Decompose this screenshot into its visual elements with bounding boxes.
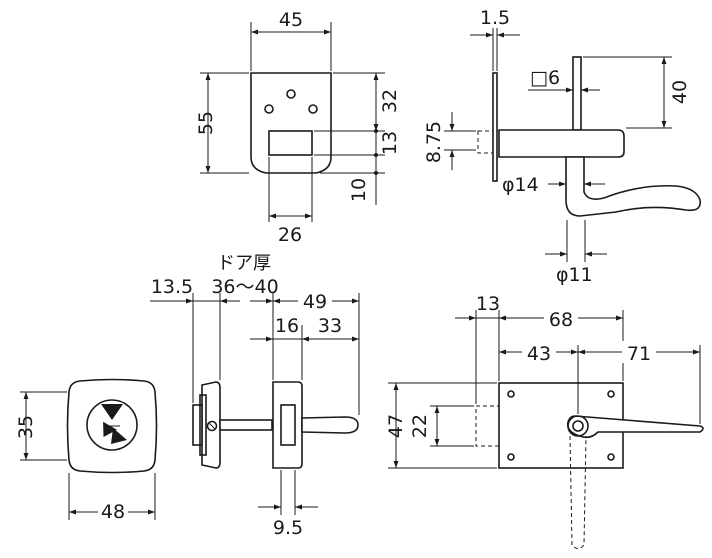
dim-lever-length: 33 [318, 315, 342, 337]
thumbturn-mark-top [101, 404, 123, 420]
dim-window-width: 26 [278, 224, 302, 246]
thumbturn-rose-view: 35 48 [15, 378, 158, 523]
plate-hole-tl [507, 390, 515, 398]
dim-lever-diameter: φ11 [556, 264, 593, 286]
plate-hole-tr [607, 390, 615, 398]
dim-plate-depth: 16 [275, 315, 299, 337]
dim-boss-diameter: φ14 [502, 174, 539, 196]
square-shaft [572, 56, 582, 131]
dim-lever-width: 9.5 [273, 517, 303, 539]
dim-door-thickness: 36～40 [211, 276, 278, 298]
screw-hole-left [264, 104, 274, 114]
escutcheon-window [268, 130, 313, 156]
thumbturn-knob [86, 399, 138, 451]
dim-front-plate-height: 47 [385, 414, 407, 438]
dim-rose-height: 35 [15, 415, 37, 439]
screw-hole-top [286, 89, 296, 99]
dim-front-lever-length: 71 [627, 343, 651, 365]
lever-section [301, 416, 359, 434]
dim-shaft-length: 40 [669, 80, 691, 104]
dim-offset: 8.75 [423, 121, 445, 163]
dim-plate-lower: 10 [348, 178, 370, 202]
screw-hole-right [308, 104, 318, 114]
dim-thumbturn-offset: 13.5 [151, 276, 193, 298]
dim-overall: 49 [303, 291, 327, 313]
dim-plate-width: 45 [279, 9, 303, 31]
lever-front-view: 13 68 43 71 47 22 [385, 293, 704, 549]
dim-rose-width: 48 [101, 501, 125, 523]
screw-head [206, 420, 218, 432]
dim-plate-height: 55 [195, 111, 217, 135]
dim-plate-thickness: 1.5 [480, 7, 510, 29]
spindle [219, 419, 273, 431]
dim-square-shaft: □6 [530, 67, 560, 89]
lever-side-view: 1.5 □6 40 8.75 φ14 φ11 [423, 7, 702, 286]
plate-hole-br [607, 453, 615, 461]
door-plate-edge [492, 72, 498, 182]
escutcheon-plate-view: 45 55 32 13 10 26 [195, 9, 401, 246]
plate-hole-bl [507, 453, 515, 461]
outside-plate-section [272, 381, 303, 469]
dim-front-offset: 13 [476, 293, 500, 315]
dim-cutout: 22 [409, 414, 431, 438]
dim-front-plate-width: 68 [549, 309, 573, 331]
dim-to-center: 43 [527, 343, 551, 365]
door-thickness-label: ドア厚 [217, 253, 271, 274]
lever-handle [565, 156, 702, 217]
escutcheon-plate-outline [250, 72, 332, 174]
dim-plate-window: 13 [379, 131, 401, 155]
section-view: ドア厚 13.5 36～40 49 16 33 [150, 253, 360, 539]
dim-plate-upper: 32 [379, 89, 401, 113]
lever-boss [498, 129, 625, 158]
